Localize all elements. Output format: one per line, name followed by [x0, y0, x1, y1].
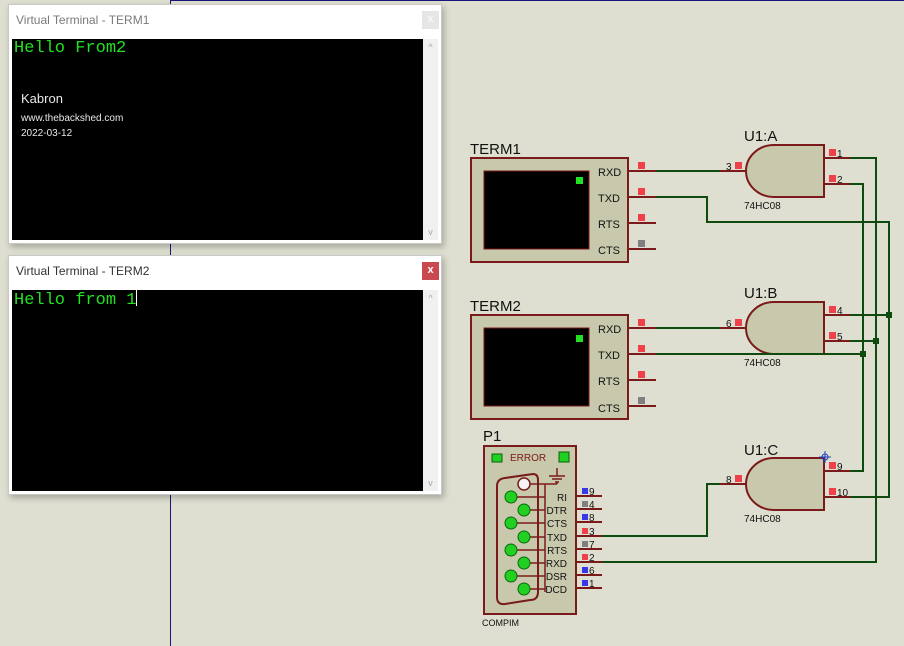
compim-pin-num-2: 2 [589, 553, 595, 564]
compim-rx-led [558, 451, 570, 463]
crosshair-cursor-icon [819, 451, 831, 463]
ground-icon [530, 468, 565, 485]
compim-pin-num-7: 7 [589, 540, 595, 551]
term1-pin-rxd: RXD [598, 167, 621, 179]
close-icon: x [427, 13, 434, 25]
scroll-down-icon[interactable]: v [428, 478, 433, 488]
term2-pin-rxd: RXD [598, 324, 621, 336]
term1-pin-rts: RTS [598, 219, 620, 231]
wires [602, 157, 890, 563]
compim-pin-num-9: 9 [589, 487, 595, 498]
gate-u1c-pin-in1: 9 [837, 462, 843, 473]
compim-pin-num-1: 1 [589, 579, 595, 590]
gate-u1a-pin-in2: 2 [837, 175, 843, 186]
term1-title: Virtual Terminal - TERM1 [16, 13, 150, 27]
term1-activity-led [576, 177, 583, 184]
compim-pin-num-6: 6 [589, 566, 595, 577]
compim-pin-rts: RTS [547, 546, 567, 557]
gate-u1b-pin-in1: 4 [837, 306, 843, 317]
scroll-down-icon[interactable]: v [428, 227, 433, 237]
close-icon: x [427, 264, 434, 276]
compim-pin-num-4: 4 [589, 500, 595, 511]
compim-pin-txd: TXD [547, 533, 567, 544]
wire-u1a-in2 [850, 183, 864, 472]
gate-u1b[interactable]: U1:B 74HC08 6 4 5 [720, 285, 850, 369]
watermark-name: Kabron [21, 91, 63, 106]
term1-line: Hello From2 [14, 39, 127, 58]
gate-u1a-label: U1:A [744, 128, 777, 145]
compim-pin-rxd: RXD [546, 559, 567, 570]
scroll-up-icon[interactable]: ^ [428, 293, 433, 303]
term2-title-bar[interactable]: Virtual Terminal - TERM2 x [9, 256, 441, 286]
term2-pin-cts: CTS [598, 403, 620, 415]
compim-pin-dtr: DTR [546, 506, 567, 517]
virtual-terminal-term1-window[interactable]: Virtual Terminal - TERM1 x Hello From2 K… [8, 4, 442, 244]
compim-tx-led [491, 453, 503, 463]
virtual-terminal-term2-window[interactable]: Virtual Terminal - TERM2 x Hello from 1 … [8, 255, 442, 495]
term2-screen [483, 327, 590, 407]
term1-close-button[interactable]: x [422, 11, 439, 29]
text-cursor [136, 290, 138, 306]
compim-pin-dcd: DCD [545, 585, 567, 596]
compim-pin-num-8: 8 [589, 513, 595, 524]
term1-pin-cts: CTS [598, 245, 620, 257]
term1-label: TERM1 [470, 141, 521, 158]
term1-screen-output[interactable]: Hello From2 Kabron www.thebackshed.com 2… [12, 39, 423, 240]
gate-u1b-pin-out: 6 [726, 319, 732, 330]
term2-screen-output[interactable]: Hello from 1 [12, 290, 423, 491]
watermark-url: www.thebackshed.com [21, 113, 124, 124]
term2-title: Virtual Terminal - TERM2 [16, 264, 150, 278]
term2-scrollbar[interactable]: ^ v [423, 290, 438, 491]
term2-label: TERM2 [470, 298, 521, 315]
compim-component[interactable]: P1 ERROR [482, 428, 602, 628]
term1-pin-txd: TXD [598, 193, 620, 205]
gate-u1c-pin-in2: 10 [837, 488, 849, 499]
term2-component[interactable]: TERM2 RXD TXD RTS CTS [470, 298, 656, 420]
term2-activity-led [576, 335, 583, 342]
wire-term1-txd [656, 196, 890, 498]
gate-u1a-pin-out: 3 [726, 162, 732, 173]
gate-u1b-pin-in2: 5 [837, 332, 843, 343]
gate-u1c[interactable]: U1:C 74HC08 8 9 10 [720, 442, 850, 525]
gate-u1a-pin-in1: 1 [837, 149, 843, 160]
scroll-up-icon[interactable]: ^ [428, 42, 433, 52]
term1-component[interactable]: TERM1 RXD TXD RTS CTS [470, 141, 656, 263]
compim-pin-cts: CTS [547, 519, 567, 530]
term1-title-bar[interactable]: Virtual Terminal - TERM1 x [9, 5, 441, 35]
gate-u1b-part: 74HC08 [744, 358, 781, 369]
compim-pin-num-3: 3 [589, 527, 595, 538]
gate-u1a-part: 74HC08 [744, 201, 781, 212]
gate-u1c-part: 74HC08 [744, 514, 781, 525]
term2-pin-rts: RTS [598, 376, 620, 388]
term2-line-text: Hello from 1 [14, 291, 137, 310]
gate-u1c-pin-out: 8 [726, 475, 732, 486]
gate-u1b-label: U1:B [744, 285, 777, 302]
term2-close-button[interactable]: x [422, 262, 439, 280]
wire-compim-txd [602, 483, 720, 537]
watermark-date: 2022-03-12 [21, 128, 73, 139]
gate-u1a[interactable]: U1:A 74HC08 3 1 2 [720, 128, 850, 212]
gate-u1c-label: U1:C [744, 442, 778, 459]
term2-line: Hello from 1 [14, 290, 138, 310]
compim-ref: P1 [483, 428, 501, 445]
origin-axis-horizontal [170, 0, 904, 1]
compim-pin-dsr: DSR [546, 572, 567, 583]
wire-u1a-in1 [602, 157, 877, 563]
compim-part: COMPIM [482, 618, 519, 628]
wire-junctions [860, 312, 892, 357]
term1-screen [483, 170, 590, 250]
term1-scrollbar[interactable]: ^ v [423, 39, 438, 240]
compim-pin-ri: RI [557, 493, 567, 504]
compim-error-label: ERROR [510, 453, 546, 464]
term2-pin-txd: TXD [598, 350, 620, 362]
